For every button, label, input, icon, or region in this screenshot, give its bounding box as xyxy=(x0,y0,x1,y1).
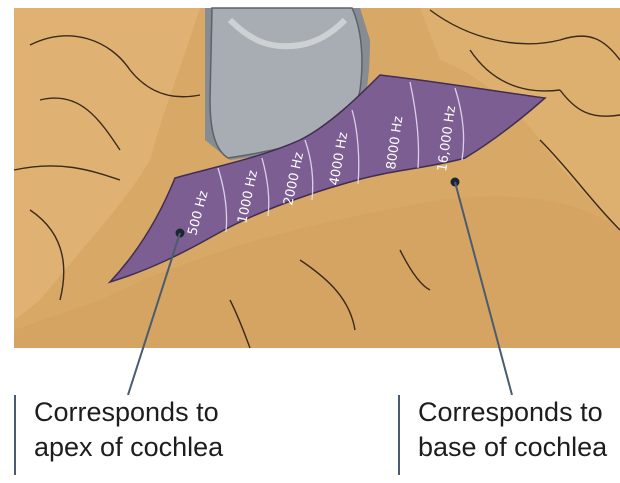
base-callout: Corresponds to base of cochlea xyxy=(398,395,620,475)
base-callout-line2: base of cochlea xyxy=(418,430,620,465)
apex-callout: Corresponds to apex of cochlea xyxy=(14,395,254,475)
base-callout-line1: Corresponds to xyxy=(418,395,620,430)
apex-callout-line2: apex of cochlea xyxy=(34,430,254,465)
apex-callout-line1: Corresponds to xyxy=(34,395,254,430)
